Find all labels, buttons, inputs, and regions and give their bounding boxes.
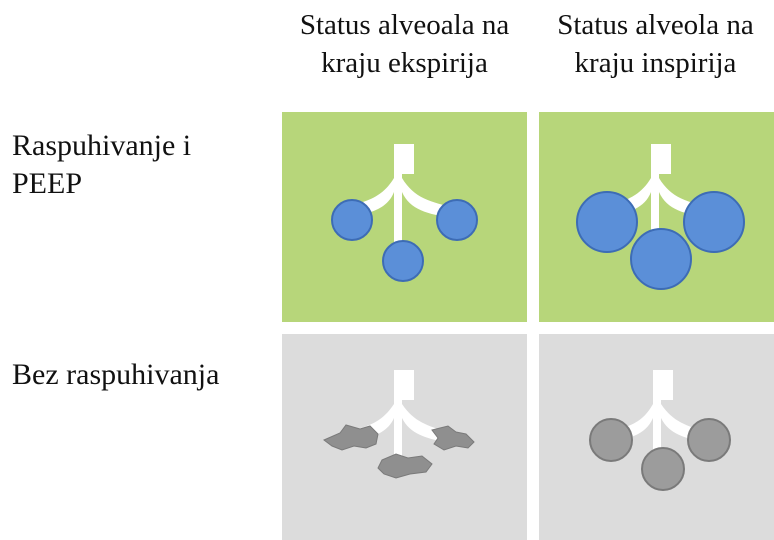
column-header-end-expiration-line1: Status alveoala na	[299, 9, 510, 41]
cell-recruited-end-expiration	[282, 112, 527, 322]
column-header-end-expiration: Status alveoala na kraju ekspirija	[282, 6, 527, 82]
alveolus-right	[436, 199, 478, 241]
alveolus-bottom	[641, 447, 685, 491]
cell-non-recruited-end-inspiration	[539, 334, 774, 540]
collapsed-alveolus-bottom	[377, 453, 433, 479]
non-recruited-inspiration-illustration	[539, 334, 774, 540]
row-label-recruitment-peep-line2: PEEP	[12, 167, 83, 200]
column-header-end-inspiration-line2: kraju inspirija	[574, 47, 737, 79]
recruited-inspiration-illustration	[539, 112, 774, 322]
column-header-end-inspiration: Status alveola na kraju inspirija	[537, 6, 774, 82]
recruited-expiration-illustration	[282, 112, 527, 322]
gray-panel-background	[282, 334, 527, 540]
alveolus-right	[687, 418, 731, 462]
collapsed-alveolus-left	[323, 424, 379, 451]
cell-non-recruited-end-expiration	[282, 334, 527, 540]
collapsed-alveolus-right	[431, 425, 475, 451]
non-recruited-expiration-illustration	[282, 334, 527, 540]
green-panel-background	[282, 112, 527, 322]
alveolus-bottom	[382, 240, 424, 282]
cell-recruited-end-inspiration	[539, 112, 774, 322]
alveolus-right	[683, 191, 745, 253]
row-label-recruitment-peep: Raspuhivanje i PEEP	[12, 127, 191, 203]
row-label-no-recruitment-line1: Bez raspuhivanja	[12, 358, 220, 391]
alveolus-bottom	[630, 228, 692, 290]
column-header-end-expiration-line2: kraju ekspirija	[321, 47, 488, 79]
row-label-no-recruitment: Bez raspuhivanja	[12, 356, 219, 394]
alveolus-left	[589, 418, 633, 462]
row-label-recruitment-peep-line1: Raspuhivanje i	[12, 129, 192, 162]
alveolus-left	[331, 199, 373, 241]
alveolus-left	[576, 191, 638, 253]
column-header-end-inspiration-line1: Status alveola na	[557, 9, 754, 41]
